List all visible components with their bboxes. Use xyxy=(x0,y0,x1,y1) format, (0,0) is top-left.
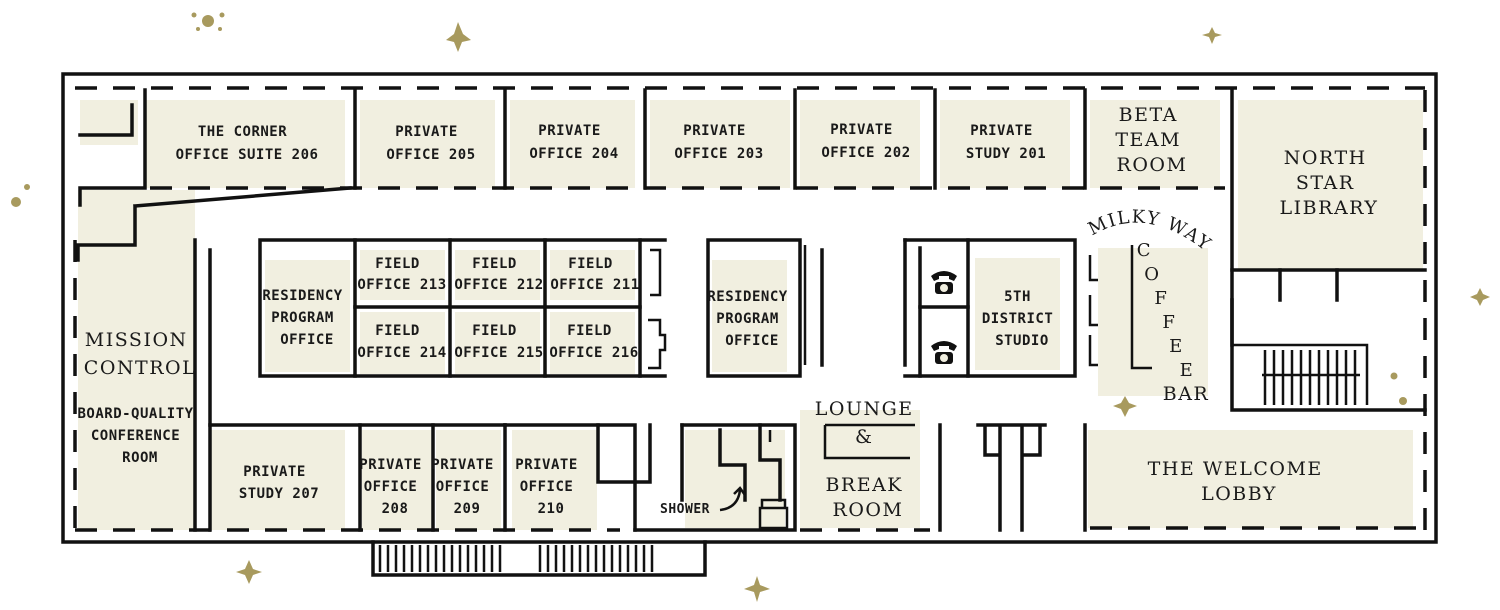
star-icon xyxy=(1202,27,1222,44)
district-studio-label: 5TH DISTRICT STUDIO xyxy=(982,289,1062,349)
office-205-label: PRIVATE OFFICE 205 xyxy=(386,124,475,163)
lounge-break-room-label: LOUNGE & BREAK ROOM xyxy=(815,398,921,521)
office-202-label: PRIVATE OFFICE 202 xyxy=(821,122,910,161)
star-icon xyxy=(744,576,770,602)
office-203-label: PRIVATE OFFICE 203 xyxy=(674,123,763,162)
study-207-label: PRIVATE STUDY 207 xyxy=(239,464,319,502)
mission-control-label: MISSION CONTROL xyxy=(84,329,196,379)
walls xyxy=(61,72,1438,577)
telephone-icon xyxy=(931,341,957,364)
field-office-214-label: FIELD OFFICE 214 xyxy=(357,323,446,361)
field-office-211-label: FIELD OFFICE 211 xyxy=(550,256,639,293)
star-icon xyxy=(1113,396,1137,417)
office-210-label: PRIVATE OFFICE 210 xyxy=(515,457,586,517)
office-204-label: PRIVATE OFFICE 204 xyxy=(529,123,618,162)
field-office-212-label: FIELD OFFICE 212 xyxy=(454,256,543,293)
corner-office-label: THE CORNER OFFICE SUITE 206 xyxy=(176,124,319,163)
stair-treads xyxy=(1262,350,1360,405)
residency-program-office-right-label: RESIDENCY PROGRAM OFFICE xyxy=(707,289,796,349)
field-office-213-label: FIELD OFFICE 213 xyxy=(357,256,446,293)
office-209-label: PRIVATE OFFICE 209 xyxy=(431,457,502,517)
field-office-215-label: FIELD OFFICE 215 xyxy=(454,323,543,361)
room-fills xyxy=(78,100,1423,530)
telephone-icon xyxy=(931,271,957,294)
shower-arrow-icon xyxy=(719,486,747,512)
star-icon xyxy=(236,560,262,584)
shower-label: SHOWER xyxy=(660,502,710,517)
residency-program-office-left-label: RESIDENCY PROGRAM OFFICE xyxy=(262,288,351,348)
study-201-label: PRIVATE STUDY 201 xyxy=(966,123,1046,162)
office-208-label: PRIVATE OFFICE 208 xyxy=(359,457,430,517)
welcome-lobby-label: THE WELCOME LOBBY xyxy=(1148,458,1331,505)
coffee-label: C O F F E E xyxy=(1137,240,1195,381)
star-icon xyxy=(1470,288,1490,306)
north-star-library-label: NORTH STAR LIBRARY xyxy=(1280,147,1379,219)
bar-label: BAR xyxy=(1163,383,1210,405)
conference-room-label: BOARD-QUALITY CONFERENCE ROOM xyxy=(77,406,202,466)
beta-team-room-label: BETA TEAM ROOM xyxy=(1115,104,1188,176)
field-office-216-label: FIELD OFFICE 216 xyxy=(549,323,638,361)
star-icon xyxy=(446,22,471,52)
decorations xyxy=(11,12,1490,602)
